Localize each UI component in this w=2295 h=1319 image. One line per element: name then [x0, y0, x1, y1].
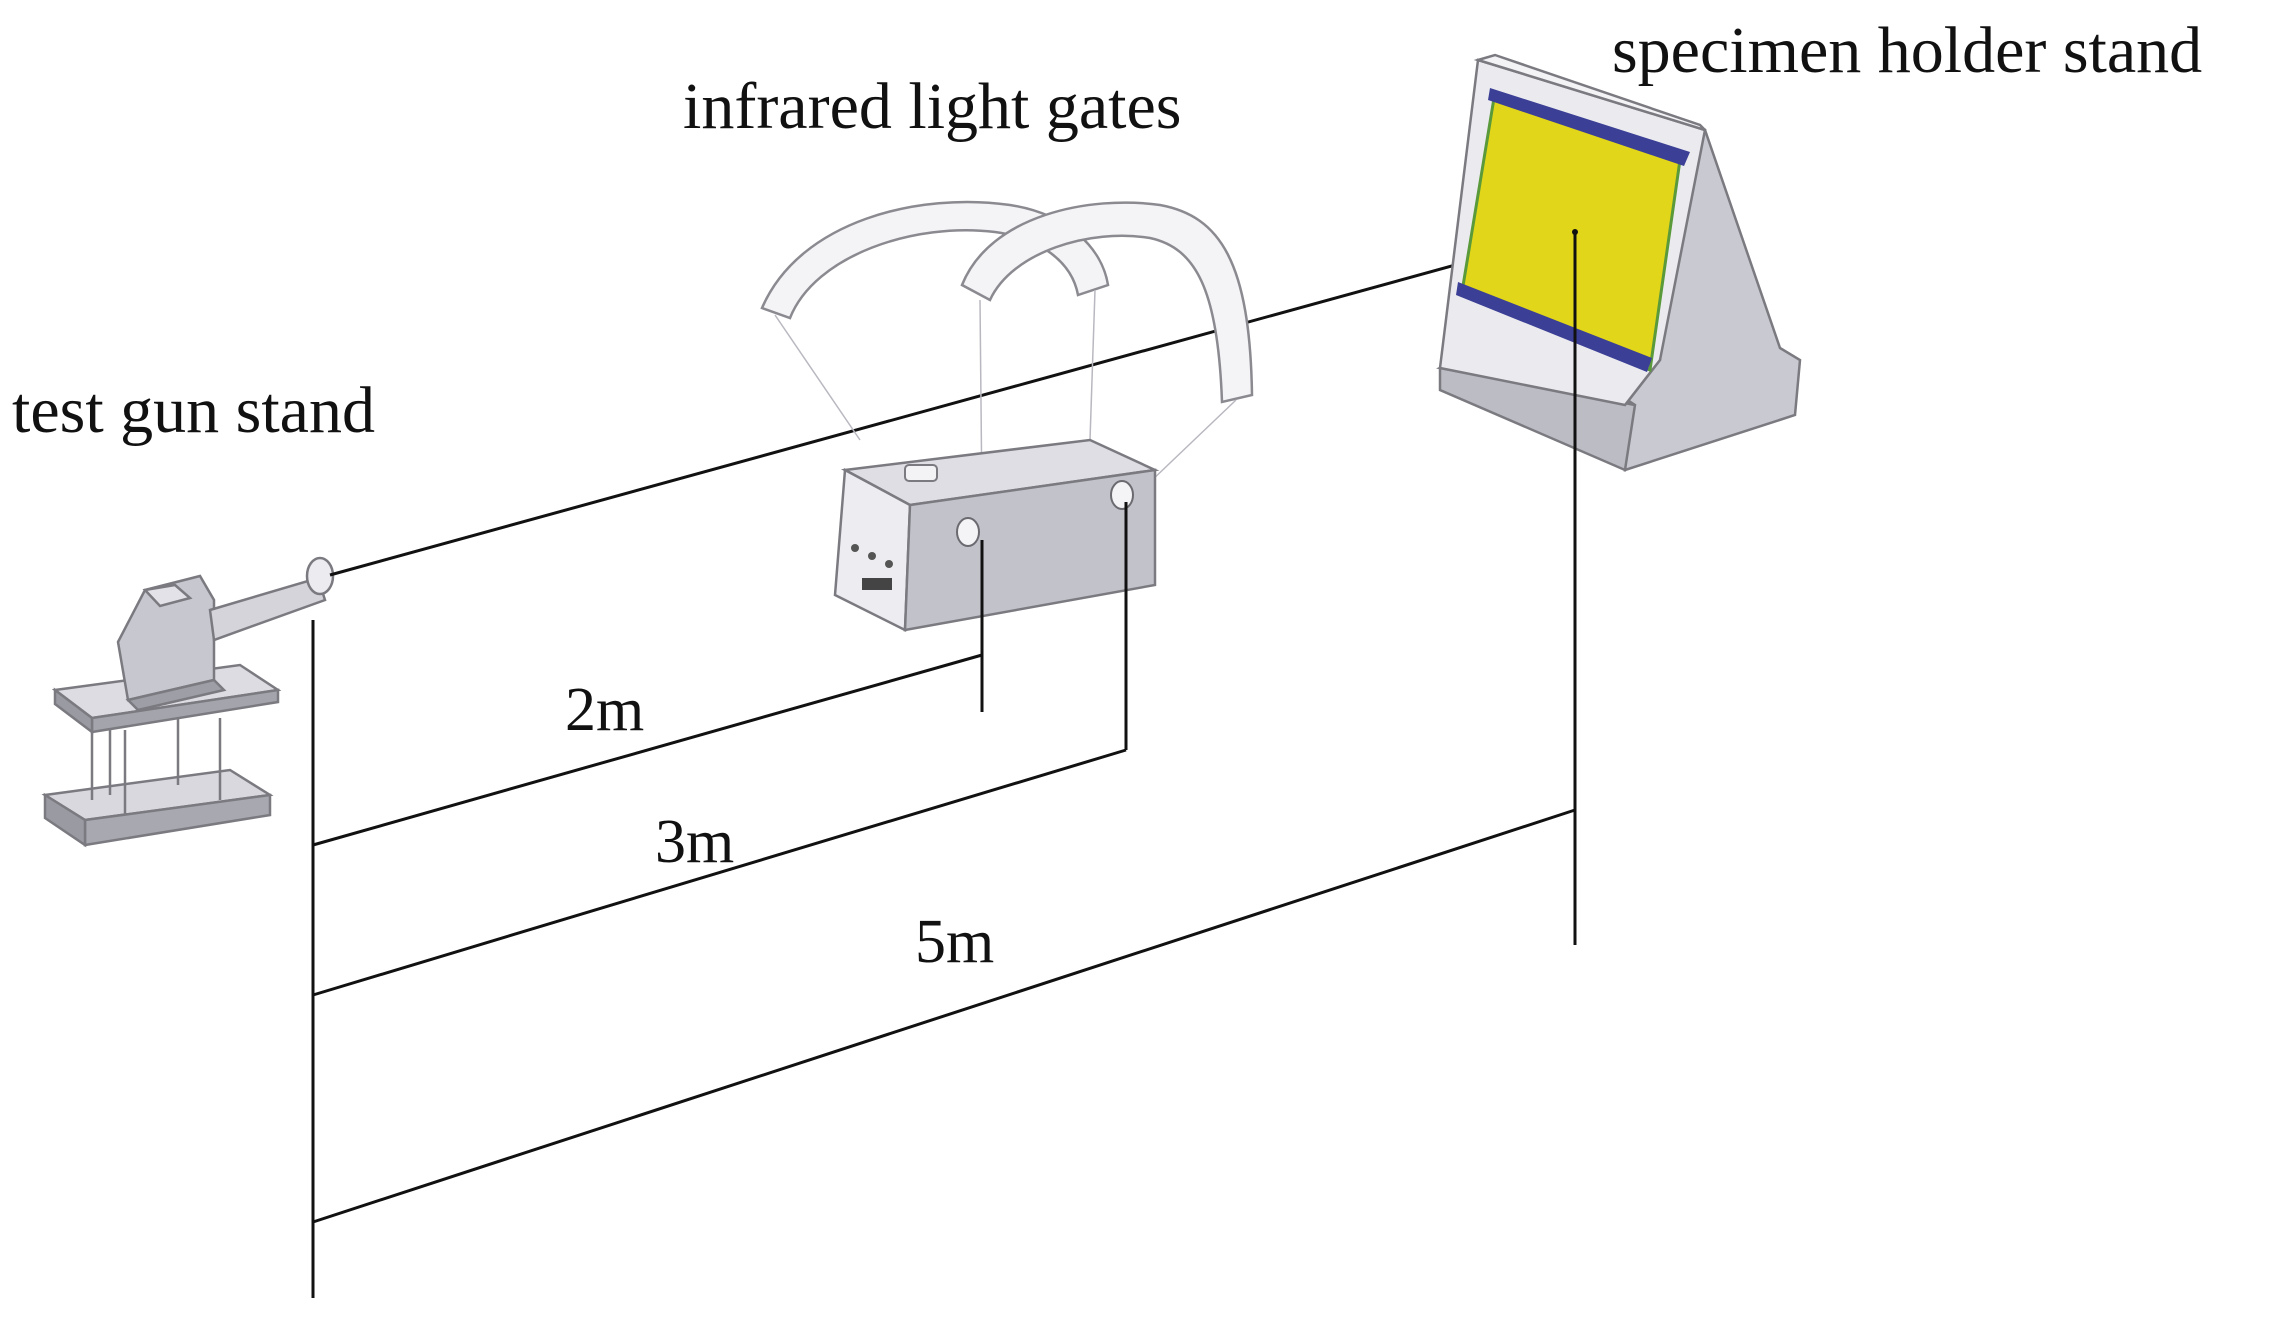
- label-infrared-light-gates: infrared light gates: [683, 70, 1181, 143]
- test-gun-stand: [41, 556, 335, 848]
- dimension-label-2m: 2m: [565, 676, 644, 744]
- light-gate-indicator: [885, 560, 893, 568]
- dimension-lines: [311, 232, 1577, 1298]
- specimen-clamp-bar-top: [1488, 88, 1690, 166]
- label-specimen-holder-stand: specimen holder stand: [1612, 14, 2202, 87]
- light-gate-beam: [1089, 289, 1096, 441]
- light-gate-hatch: [904, 464, 938, 482]
- gun-stand-base-side: [43, 792, 87, 848]
- dimension-label-3m: 3m: [655, 808, 734, 876]
- label-test-gun-stand: test gun stand: [12, 374, 375, 447]
- light-gate-indicator: [851, 544, 859, 552]
- dimension-label-5m: 5m: [915, 908, 994, 976]
- specimen-frame-left-edge: [1473, 53, 1706, 132]
- light-gate-connector: [862, 578, 892, 590]
- specimen-holder-stand: [1435, 53, 1802, 472]
- specimen-clamp-bar-bottom: [1456, 282, 1652, 372]
- infrared-light-gates: [760, 200, 1254, 632]
- test-gun-barrel: [208, 576, 327, 642]
- gun-stand-top-plate-side: [53, 687, 94, 735]
- light-gate-beam: [774, 314, 861, 441]
- test-gun-muzzle: [305, 556, 335, 596]
- test-gun-grip: [142, 583, 193, 608]
- dimension-line-3m: [312, 748, 1127, 997]
- light-gate-sensor-port: [956, 517, 980, 547]
- dimension-line-5m: [312, 808, 1576, 1224]
- light-gate-box-right-face: [903, 468, 1157, 632]
- light-gate-sensor-port: [1110, 480, 1134, 510]
- light-gate-arc-front: [960, 201, 1254, 404]
- projectile-trajectory-line: [329, 230, 1576, 577]
- dimension-line-2m: [312, 653, 983, 847]
- test-gun-body-front: [125, 678, 227, 712]
- light-gate-indicator: [868, 552, 876, 560]
